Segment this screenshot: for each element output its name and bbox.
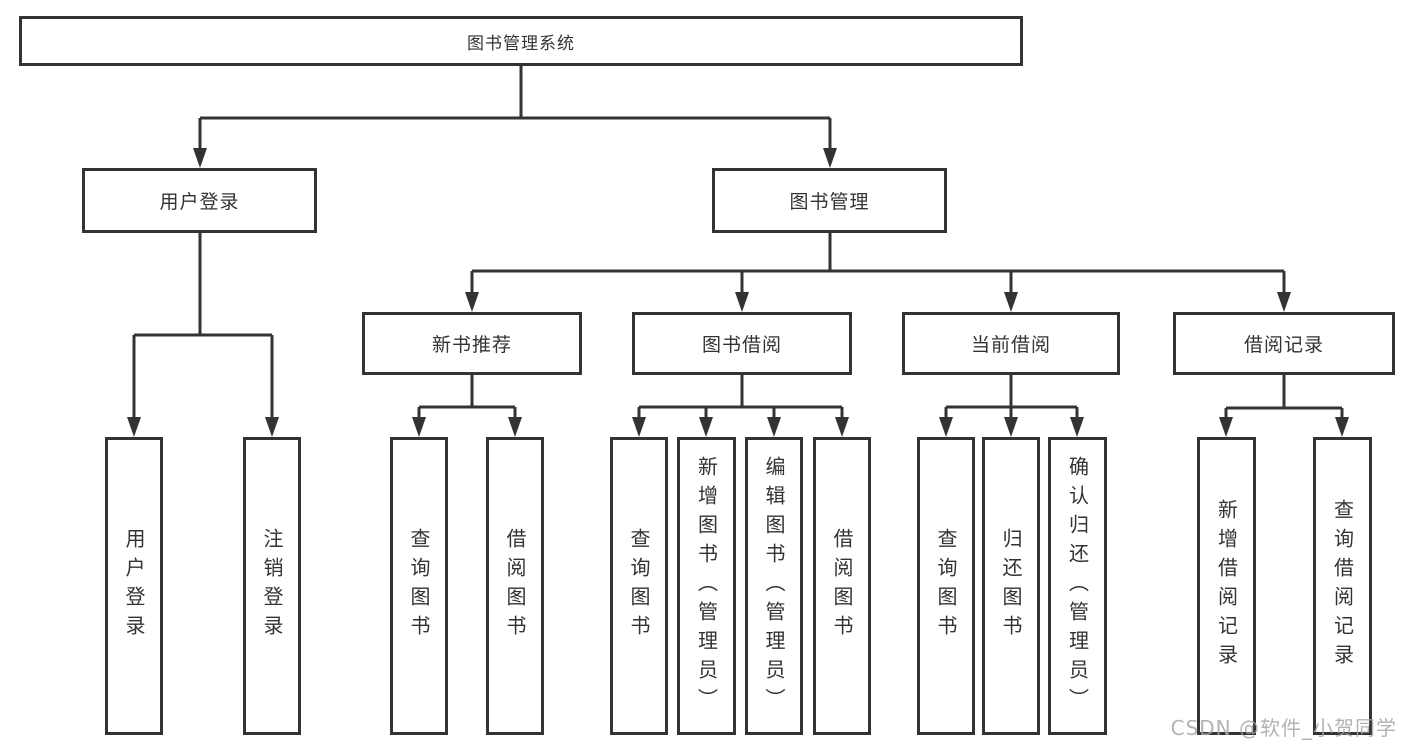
leaf-borrow-query-book: 查询图书 xyxy=(610,437,668,735)
leaf-user-login-label: 用户登录 xyxy=(122,528,146,644)
arrowhead xyxy=(1277,292,1291,312)
leaf-add-borrow-record-label: 新增借阅记录 xyxy=(1214,499,1239,673)
node-root-label: 图书管理系统 xyxy=(467,33,575,54)
leaf-borrow-borrow-book: 借阅图书 xyxy=(813,437,871,735)
arrowhead xyxy=(1004,292,1018,312)
leaf-current-query-book: 查询图书 xyxy=(917,437,975,735)
arrowhead xyxy=(508,417,522,437)
arrowheads xyxy=(127,148,1349,437)
node-borrow-records: 借阅记录 xyxy=(1173,312,1395,375)
arrowhead xyxy=(735,292,749,312)
leaf-confirm-return-admin: 确认归还（管理员） xyxy=(1048,437,1107,735)
arrowhead xyxy=(939,417,953,437)
node-user-login: 用户登录 xyxy=(82,168,317,233)
leaf-newrec-query-book-label: 查询图书 xyxy=(407,528,431,644)
node-user-login-label: 用户登录 xyxy=(159,191,240,213)
leaf-add-book-admin-label: 新增图书（管理员） xyxy=(694,455,719,717)
node-new-book-recommend: 新书推荐 xyxy=(362,312,582,375)
node-book-management: 图书管理 xyxy=(712,168,947,233)
csdn-watermark: CSDN @软件_小贺同学 xyxy=(1170,716,1397,740)
node-new-book-recommend-label: 新书推荐 xyxy=(431,334,512,356)
node-current-borrow-label: 当前借阅 xyxy=(970,334,1051,356)
leaf-current-query-book-label: 查询图书 xyxy=(934,528,958,644)
leaf-return-book-label: 归还图书 xyxy=(999,528,1023,644)
arrowhead xyxy=(632,417,646,437)
leaf-borrow-query-book-label: 查询图书 xyxy=(627,528,651,644)
connector-borrow-records-children xyxy=(1224,375,1344,421)
connector-book-mgmt-children xyxy=(470,233,1286,296)
arrowhead xyxy=(465,292,479,312)
leaf-add-book-admin: 新增图书（管理员） xyxy=(677,437,736,735)
connector-current-borrow-children xyxy=(944,375,1079,421)
arrowhead xyxy=(127,417,141,437)
node-book-borrow: 图书借阅 xyxy=(632,312,852,375)
arrowhead xyxy=(835,417,849,437)
leaf-add-borrow-record: 新增借阅记录 xyxy=(1197,437,1256,735)
arrowhead xyxy=(412,417,426,437)
arrowhead xyxy=(767,417,781,437)
arrowhead xyxy=(193,148,207,168)
node-current-borrow: 当前借阅 xyxy=(902,312,1120,375)
arrowhead xyxy=(1219,417,1233,437)
leaf-user-login: 用户登录 xyxy=(105,437,163,735)
node-root: 图书管理系统 xyxy=(19,16,1023,66)
arrowhead xyxy=(1335,417,1349,437)
arrowhead xyxy=(1004,417,1018,437)
connector-lines xyxy=(132,66,1344,421)
leaf-query-borrow-record: 查询借阅记录 xyxy=(1313,437,1372,735)
leaf-newrec-borrow-book-label: 借阅图书 xyxy=(503,528,527,644)
leaf-logout: 注销登录 xyxy=(243,437,301,735)
leaf-edit-book-admin: 编辑图书（管理员） xyxy=(745,437,803,735)
arrowhead xyxy=(1070,417,1084,437)
leaf-logout-label: 注销登录 xyxy=(260,528,284,644)
arrowhead xyxy=(265,417,279,437)
leaf-edit-book-admin-label: 编辑图书（管理员） xyxy=(762,455,786,717)
connector-book-borrow-children xyxy=(637,375,844,421)
leaf-newrec-query-book: 查询图书 xyxy=(390,437,448,735)
connector-new-book-rec-children xyxy=(417,375,517,421)
node-book-borrow-label: 图书借阅 xyxy=(701,334,782,356)
leaf-return-book: 归还图书 xyxy=(982,437,1040,735)
arrowhead xyxy=(699,417,713,437)
leaf-confirm-return-admin-label: 确认归还（管理员） xyxy=(1065,455,1090,717)
connector-user-login-children xyxy=(132,233,274,421)
node-borrow-records-label: 借阅记录 xyxy=(1243,334,1324,356)
arrowhead xyxy=(823,148,837,168)
leaf-borrow-borrow-book-label: 借阅图书 xyxy=(830,528,854,644)
leaf-query-borrow-record-label: 查询借阅记录 xyxy=(1330,499,1355,673)
leaf-newrec-borrow-book: 借阅图书 xyxy=(486,437,544,735)
connector-root-to-level2 xyxy=(198,66,832,152)
node-book-management-label: 图书管理 xyxy=(789,191,870,213)
